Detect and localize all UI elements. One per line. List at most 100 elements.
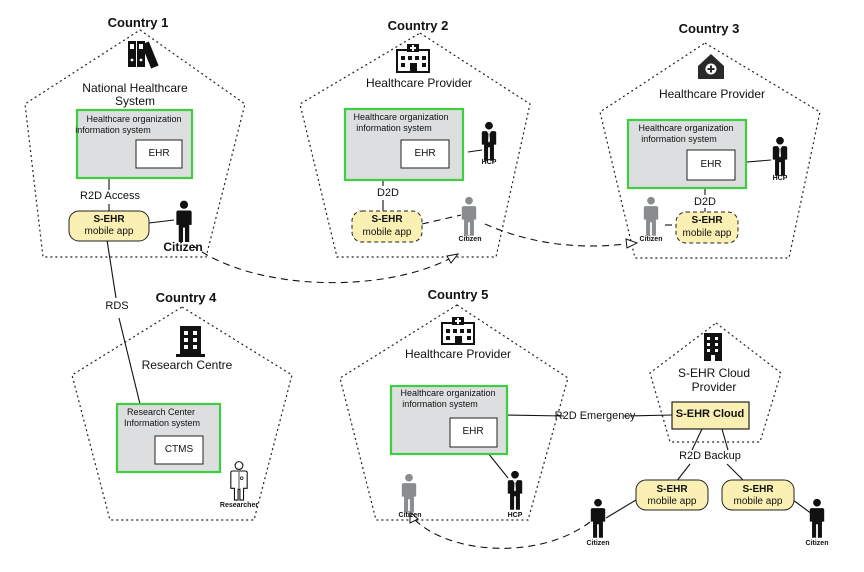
country3-ehr-label: EHR [700,159,722,170]
country2-sehr-app[interactable] [351,210,423,243]
country3-title: Country 3 [678,21,740,36]
country2-entity: Healthcare Provider [365,76,473,90]
country1-boundary [24,29,246,258]
country2-ehr-label: EHR [414,148,436,159]
cloud-app-left-line1: S-EHR [656,484,688,495]
arrowhead-c2-to-c3 [625,238,639,249]
r2d-backup-line-left-top [691,428,703,451]
mobility-arrow-c1-to-c2 [191,244,452,284]
citizen-icon-c3 [643,196,659,236]
researcher-icon [230,461,248,501]
country2-citizen-label: Citizen [458,236,482,243]
mobility-arrow-c2-to-c3 [484,223,626,247]
sehr-cloud-box[interactable] [671,401,750,430]
cloud-citizen-left-label: Citizen [586,540,610,547]
country1-entity-line1: National Healthcare [82,81,188,95]
country5-title: Country 5 [427,287,489,302]
rds-line-bottom [118,317,141,405]
country5-ehr-box [449,417,498,448]
citizen-icon-c2 [461,196,477,236]
country5-citizen-label: Citizen [398,512,422,519]
country2-org-line2: information system [356,123,432,133]
hospital-building-icon [396,44,430,73]
country1-citizen-label: Citizen [163,240,203,254]
country3-boundary [599,42,821,259]
country3-d2d: D2D [693,196,717,208]
country5-org-line1: Healthcare organization [400,388,496,398]
country4-title: Country 4 [155,290,217,305]
country3-app-line2: mobile app [682,228,732,239]
country2-d2d: D2D [376,187,400,199]
binders-icon [128,41,159,69]
citizen-icon-cloud-right [809,498,825,538]
r2d-backup-label: R2D Backup [679,450,741,462]
country2-app-line2: mobile app [362,227,412,238]
country1-org-line1: Healthcare organization [86,114,182,124]
ehr-hcp-line-c2 [467,149,483,153]
country2-title: Country 2 [387,18,449,33]
country1-r2d-access: R2D Access [80,190,140,202]
country2-ehr-box [400,139,450,169]
hcp-icon-c3 [772,136,788,176]
country3-app-line1: S-EHR [691,215,723,226]
country3-entity: Healthcare Provider [658,87,766,101]
country3-ehr-box [686,149,736,181]
country3-citizen-label: Citizen [639,236,663,243]
cloud-citizen-right-label: Citizen [805,540,829,547]
country5-hcp-label: HCP [507,512,523,519]
country4-ctms-box [154,435,204,465]
country4-entity: Research Centre [141,358,233,372]
app-citizen-line-c1 [148,219,175,224]
hcp-icon-c2 [481,121,497,161]
country4-researcher-label: Researcher [219,502,259,509]
rds-line-top [106,239,117,299]
country2-hcp-label: HCP [481,159,497,166]
office-building-icon [704,333,722,361]
country1-sehr-app[interactable] [68,210,150,242]
sehr-cloud-label: S-EHR Cloud [675,408,745,420]
cloud-sehr-app-left[interactable] [635,479,709,511]
medical-house-icon [698,54,724,79]
r2d-emergency-line-left [506,414,565,417]
country5-boundary [339,304,569,521]
country4-org-line1: Research Center [126,407,196,417]
arrowhead-c1-to-c2 [446,253,460,264]
cloud-app-right-line1: S-EHR [742,484,774,495]
country1-ehr-box [135,139,183,169]
country1-app-line2: mobile app [84,226,134,237]
country1-org-line2: information system [75,125,151,135]
country3-org-line2: information system [641,134,717,144]
citizen-icon-c5 [401,473,417,513]
country5-entity: Healthcare Provider [404,347,512,361]
country2-org-line1: Healthcare organization [353,112,449,122]
r2d-backup-line-right [726,463,746,483]
r2d-emergency-line-right [623,414,673,417]
country4-boundary [71,306,293,521]
r2d-emergency-label: R2D Emergency [554,410,636,422]
country3-sehr-app[interactable] [675,211,739,244]
cloud-app-right-line2: mobile app [733,496,783,507]
citizen-icon-cloud-left [590,498,606,538]
office-building-icon [176,326,205,357]
citizen-icon-c1 [176,200,192,242]
country1-entity-line2: System [114,94,156,108]
mobility-arrow-cloud-to-c5 [413,518,591,549]
cloud-sehr-app-right[interactable] [721,479,795,511]
app-citizen-line-cloud-right [792,499,813,515]
cloud-app-left-line2: mobile app [647,496,697,507]
country3-hcp-label: HCP [772,175,788,182]
country5-org-line2: information system [402,399,478,409]
rds-label: RDS [105,300,129,312]
cloud-provider-line1: S-EHR Cloud [677,366,751,380]
country5-ehr-label: EHR [462,426,484,437]
arrowhead-cloud-to-c5 [409,510,419,524]
r2d-backup-line-right-top [721,428,729,451]
cloud-provider-line2: Provider [691,380,737,394]
country3-org-line1: Healthcare organization [638,123,734,133]
hcp-icon-c5 [507,470,523,510]
app-citizen-line-cloud-left [605,499,637,519]
country1-title: Country 1 [107,15,169,30]
country2-app-line1: S-EHR [371,214,403,225]
app-citizen-dashed-c2 [421,214,462,225]
